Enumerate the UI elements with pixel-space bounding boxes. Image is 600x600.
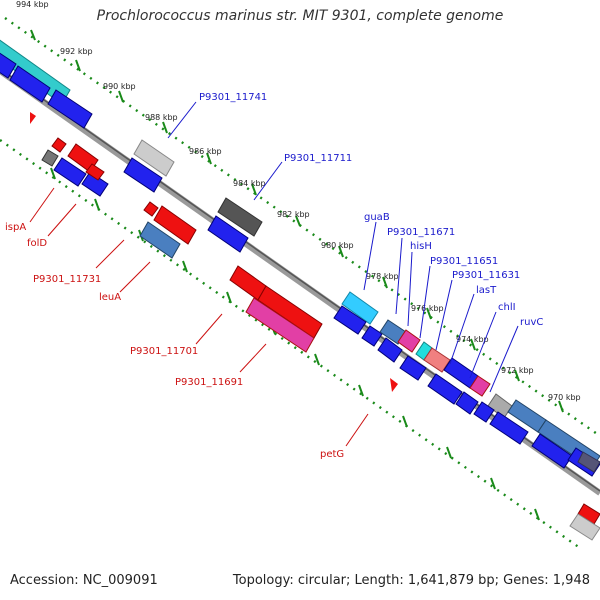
forward-leaders (167, 101, 519, 393)
scale-labels: 994 kbp 992 kbp 990 kbp 988 kbp 986 kbp … (16, 0, 581, 402)
scale-label: 986 kbp (189, 147, 222, 156)
gene (123, 157, 163, 193)
scale-label: 974 kbp (456, 335, 489, 344)
gene-label: P9301_11741 (199, 92, 267, 103)
gene (139, 221, 181, 259)
gene (217, 197, 263, 237)
gene (0, 52, 17, 79)
gene (569, 513, 600, 541)
forward-labels: P9301_11741 P9301_11711 guaB P9301_11671… (199, 92, 543, 328)
gene (143, 201, 159, 217)
gene (377, 337, 403, 363)
gene (9, 65, 51, 103)
gene (41, 149, 59, 167)
gene (85, 163, 105, 181)
scale-label: 994 kbp (16, 0, 49, 9)
gene-label: P9301_11651 (430, 256, 498, 267)
scale-label: 978 kbp (366, 272, 399, 281)
outer-tick-track (4, 17, 600, 437)
scale-label: 970 kbp (548, 393, 581, 402)
gene (47, 89, 93, 129)
gene-label: P9301_11731 (33, 274, 101, 285)
gene (577, 451, 600, 473)
gene (341, 291, 379, 325)
gene-label: ruvC (520, 317, 543, 328)
gene-label: guaB (364, 212, 390, 223)
gene (51, 137, 67, 153)
reverse-labels: ispA folD P9301_11731 leuA P9301_11701 P… (5, 222, 344, 460)
map-title: Prochlorococcus marinus str. MIT 9301, c… (96, 8, 504, 24)
gene (531, 433, 573, 469)
gene (427, 373, 463, 405)
gene-label: hisH (410, 241, 432, 252)
gene-label: chlI (498, 302, 516, 313)
gene-label: P9301_11711 (284, 153, 352, 164)
inner-tick-track (0, 139, 581, 549)
reverse-genes[interactable] (30, 112, 600, 541)
gene (333, 305, 367, 335)
scale-label: 980 kbp (321, 241, 354, 250)
topology-text: Topology: circular; Length: 1,641,879 bp… (232, 573, 590, 588)
scale-label: 976 kbp (411, 304, 444, 313)
gene-label: P9301_11631 (452, 270, 520, 281)
accession-text: Accession: NC_009091 (10, 573, 158, 588)
gene-label: leuA (99, 292, 121, 303)
scale-label: 982 kbp (277, 210, 310, 219)
gene (245, 297, 315, 353)
gene (81, 171, 109, 197)
gene-label: folD (27, 238, 47, 249)
gene (469, 375, 491, 397)
gene-label: ispA (5, 222, 26, 233)
scale-label: 972 kbp (501, 366, 534, 375)
gene (153, 205, 197, 245)
gene-label: petG (320, 449, 344, 460)
scale-label: 992 kbp (60, 47, 93, 56)
gene-label: P9301_11701 (130, 346, 198, 357)
gene (399, 355, 427, 381)
gene (30, 112, 36, 124)
reverse-leaders (29, 187, 369, 447)
gene (207, 215, 249, 253)
scale-label: 984 kbp (233, 179, 266, 188)
gene (489, 411, 529, 445)
gene (397, 329, 421, 353)
gene (455, 391, 479, 415)
gene (390, 378, 398, 392)
gene (361, 325, 383, 347)
major-ticks (30, 29, 564, 521)
gene (379, 319, 407, 345)
gene (423, 347, 451, 373)
gene (133, 139, 175, 177)
gene (53, 157, 87, 187)
gene-label: P9301_11691 (175, 377, 243, 388)
gene-label: lasT (476, 285, 497, 296)
gene (473, 401, 495, 423)
scale-label: 988 kbp (145, 113, 178, 122)
scale-label: 990 kbp (103, 82, 136, 91)
gene-label: P9301_11671 (387, 227, 455, 238)
forward-genes[interactable] (0, 36, 600, 477)
